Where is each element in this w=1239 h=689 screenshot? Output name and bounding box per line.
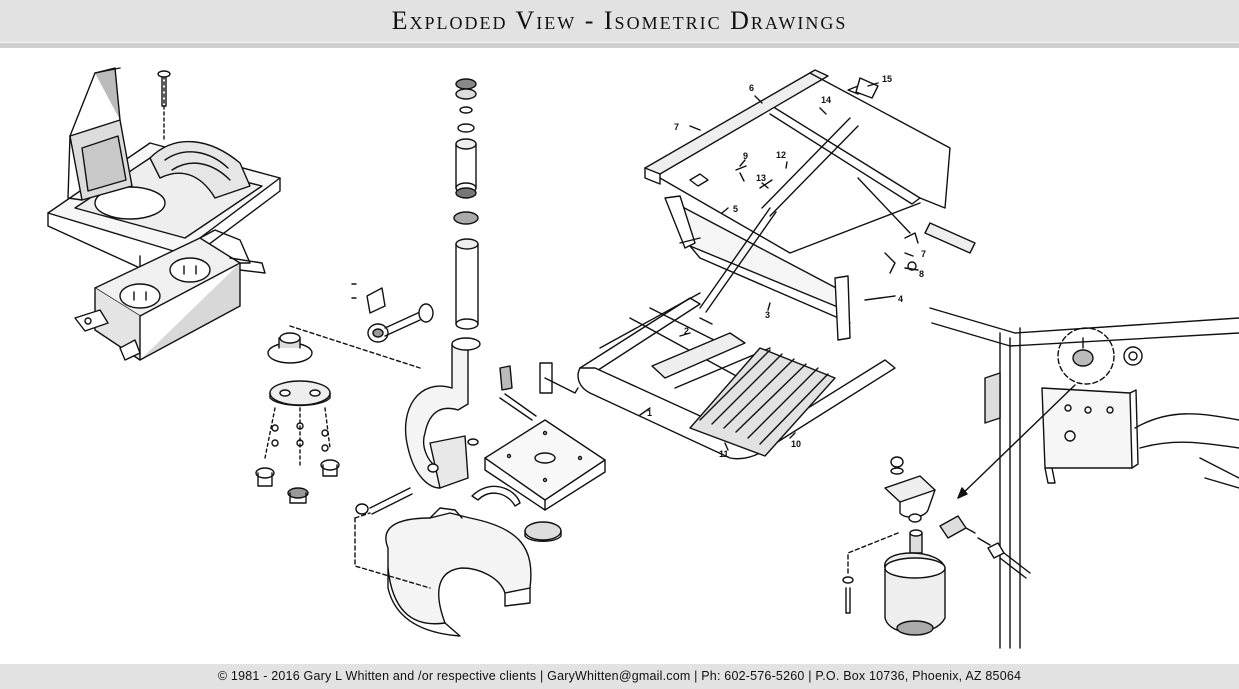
callout-4: 4 bbox=[898, 294, 903, 304]
seat-callouts: 1 2 3 4 5 6 7 8 9 10 11 12 13 14 15 7 bbox=[647, 74, 926, 459]
callout-3: 3 bbox=[765, 310, 770, 320]
callout-6: 6 bbox=[749, 83, 754, 93]
callout-14: 14 bbox=[821, 95, 831, 105]
callout-7b: 7 bbox=[921, 249, 926, 259]
callout-11: 11 bbox=[719, 449, 729, 459]
header-band: Exploded View - Isometric Drawings bbox=[0, 0, 1239, 42]
callout-5: 5 bbox=[733, 204, 738, 214]
callout-13: 13 bbox=[756, 173, 766, 183]
page-title: Exploded View - Isometric Drawings bbox=[391, 6, 848, 35]
callout-7: 7 bbox=[674, 122, 679, 132]
callout-8: 8 bbox=[919, 269, 924, 279]
footer-band: © 1981 - 2016 Gary L Whitten and /or res… bbox=[0, 664, 1239, 689]
callout-9: 9 bbox=[743, 151, 748, 161]
footer-credits: © 1981 - 2016 Gary L Whitten and /or res… bbox=[217, 669, 1022, 683]
outlet-cover-drawing bbox=[47, 67, 281, 269]
drawings-canvas: 1 2 3 4 5 6 7 8 9 10 11 12 13 14 15 7 bbox=[0, 48, 1239, 661]
stand-assembly-drawing bbox=[289, 78, 606, 637]
callout-15: 15 bbox=[882, 74, 892, 84]
receptacle-drawing bbox=[74, 229, 266, 361]
callout-10: 10 bbox=[791, 439, 801, 449]
machine-detail-drawing bbox=[842, 307, 1239, 649]
header-divider bbox=[0, 42, 1239, 48]
callout-1: 1 bbox=[647, 408, 652, 418]
canopy-drawing bbox=[255, 332, 340, 504]
seat-assembly-drawing bbox=[577, 69, 976, 460]
callout-2: 2 bbox=[684, 326, 689, 336]
callout-12: 12 bbox=[776, 150, 786, 160]
